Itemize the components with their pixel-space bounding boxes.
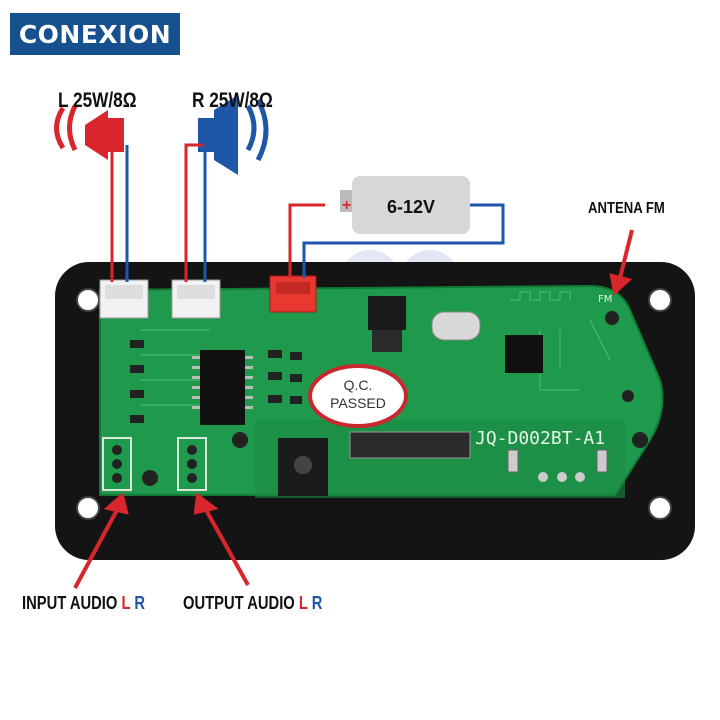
input-audio-r: R (134, 593, 146, 613)
output-audio-header (177, 437, 207, 491)
crystal (431, 311, 481, 341)
qc-stamp: Q.C. PASSED (308, 364, 408, 428)
fm-mark: FM (598, 294, 612, 305)
input-audio-label: INPUT AUDIO L R (22, 593, 145, 614)
speaker-wires (110, 135, 207, 282)
mount-hole (76, 496, 100, 520)
title-text: CONEXION (18, 19, 172, 49)
board-model-text: JQ-D002BT-A1 (475, 428, 605, 449)
amp-ic (200, 350, 245, 425)
battery-plus: + (342, 197, 351, 214)
mount-hole (648, 288, 672, 312)
output-arrow (203, 507, 250, 586)
left-speaker-connector (99, 279, 149, 319)
mount-hole (648, 496, 672, 520)
input-audio-header (102, 437, 132, 491)
input-arrow (73, 507, 120, 589)
input-arrow-head (103, 492, 129, 515)
output-audio-label: OUTPUT AUDIO L R (183, 593, 322, 614)
left-speaker-icon (54, 104, 124, 160)
left-speaker-label: L 25W/8Ω (58, 89, 137, 112)
title-badge: CONEXION (10, 13, 180, 55)
right-speaker-label: R 25W/8Ω (192, 89, 273, 112)
right-speaker-connector (171, 279, 221, 319)
output-audio-text: OUTPUT AUDIO (183, 593, 295, 613)
power-connector (269, 275, 317, 313)
battery-icon: + 6-12V (340, 176, 470, 234)
stamp-line-2: PASSED (330, 395, 386, 411)
power-label: 6-12V (387, 197, 435, 217)
voltage-regulator (368, 296, 406, 330)
input-audio-text: INPUT AUDIO (22, 593, 118, 613)
arrows (73, 229, 634, 589)
antenna-arrow-head (609, 273, 633, 296)
right-speaker-icon (198, 95, 269, 175)
bluetooth-chip (505, 335, 543, 373)
power-wires (288, 203, 505, 278)
output-audio-r: R (311, 593, 323, 613)
input-audio-l: L (121, 593, 131, 613)
card-slot (349, 431, 471, 459)
output-arrow-head (193, 492, 219, 515)
output-audio-l: L (298, 593, 308, 613)
stamp-line-1: Q.C. (344, 377, 373, 393)
antenna-label: ANTENA FM (588, 200, 665, 217)
antenna-arrow (618, 229, 634, 279)
mount-hole (76, 288, 100, 312)
